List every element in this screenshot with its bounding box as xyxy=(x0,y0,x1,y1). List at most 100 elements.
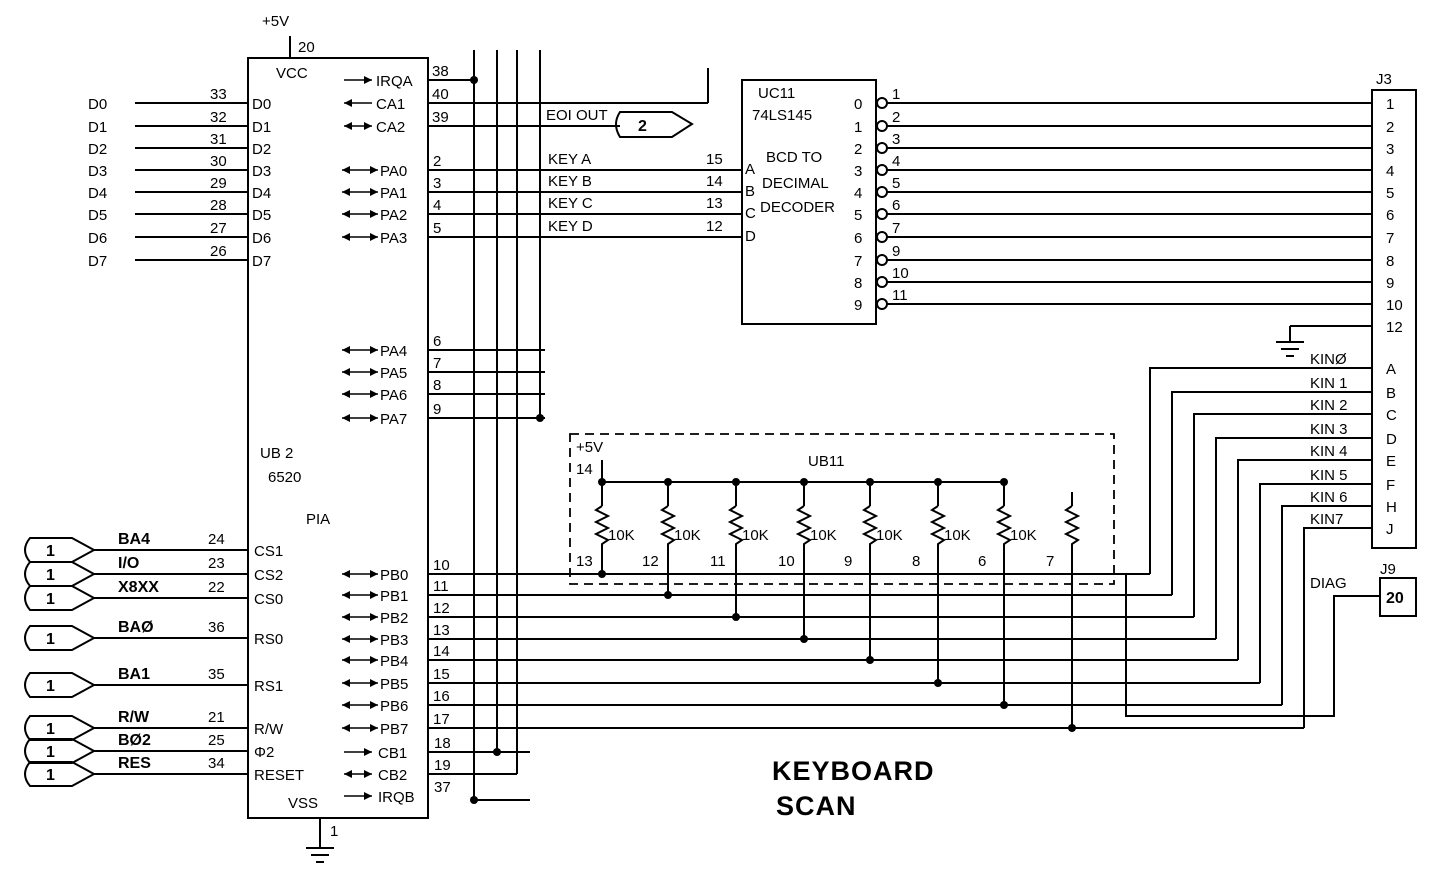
ctrl-pin-number-4: 35 xyxy=(208,666,225,683)
ctrl-net-6: BØ2 xyxy=(118,732,151,749)
j3-pin-12: B xyxy=(1386,385,1396,402)
ctrl-pin-number-7: 34 xyxy=(208,755,225,772)
decoder-desc-2: DECIMAL xyxy=(762,175,829,192)
bottom-pin-number-2: 37 xyxy=(434,779,451,796)
kin-label-5: KIN 5 xyxy=(1310,467,1348,484)
j3-pin-13: C xyxy=(1386,407,1397,424)
resistor-7 xyxy=(1066,506,1078,728)
decoder-desc-1: BCD TO xyxy=(766,149,822,166)
resistor-pin-1: 12 xyxy=(642,553,659,570)
pia-vss-name: VSS xyxy=(288,795,318,812)
top-pin-number-0: 38 xyxy=(432,63,449,80)
data-pin-number-0: 33 xyxy=(210,86,227,103)
kin-net-7 xyxy=(1304,528,1372,728)
bottom-pin-name-1: CB2 xyxy=(378,767,407,784)
pb-pin-number-6: 16 xyxy=(433,688,450,705)
decoder-output-name-7: 7 xyxy=(854,253,862,270)
decoder-output-number-3: 4 xyxy=(892,153,900,170)
kin-net-1 xyxy=(1172,392,1372,595)
ctrl-pin-name-0: CS1 xyxy=(254,543,283,560)
resistor-pin-6: 6 xyxy=(978,553,986,570)
resistor-pin-0: 13 xyxy=(576,553,593,570)
top-pin-number-2: 39 xyxy=(432,109,449,126)
pia-body xyxy=(248,58,428,818)
top-pin-name-0: IRQA xyxy=(376,73,413,90)
decoder-output-number-4: 5 xyxy=(892,175,900,192)
resistor-5 xyxy=(932,506,944,683)
ctrl-pin-number-1: 23 xyxy=(208,555,225,572)
j3-designator: J3 xyxy=(1376,71,1392,88)
offpage-connector-6 xyxy=(25,739,94,763)
ctrl-pin-name-4: RS1 xyxy=(254,678,283,695)
offpage-connector-2 xyxy=(25,586,94,610)
decoder-output-number-7: 9 xyxy=(892,243,900,260)
decoder-input-name-1: B xyxy=(745,183,755,200)
ctrl-net-2: X8XX xyxy=(118,579,159,596)
pa-net-1: KEY B xyxy=(548,173,592,190)
decoder-output-number-5: 6 xyxy=(892,197,900,214)
data-pin-name-3: D3 xyxy=(252,163,271,180)
kin-net-6 xyxy=(1282,506,1372,705)
resistor-value-3: 10K xyxy=(810,527,837,544)
resistor-pin-7: 7 xyxy=(1046,553,1054,570)
j3-pin-4: 5 xyxy=(1386,185,1394,202)
j3-pin-7: 8 xyxy=(1386,253,1394,270)
data-pin-name-6: D6 xyxy=(252,230,271,247)
ctrl-pin-number-3: 36 xyxy=(208,619,225,636)
resistor-value-1: 10K xyxy=(674,527,701,544)
pb-pin-number-3: 13 xyxy=(433,622,450,639)
offpage-connector-1 xyxy=(25,562,94,586)
inversion-bubble xyxy=(877,143,887,153)
eoi-connector xyxy=(616,112,692,137)
pb-pin-name-1: PB1 xyxy=(380,588,408,605)
pb-pin-number-0: 10 xyxy=(433,557,450,574)
resistor-3 xyxy=(798,506,810,639)
decoder-input-number-0: 15 xyxy=(706,151,723,168)
pa-pin-number-2: 4 xyxy=(433,197,441,214)
pia-part: 6520 xyxy=(268,469,301,486)
pa-pin-number-4: 6 xyxy=(433,333,441,350)
kin-label-1: KIN 1 xyxy=(1310,375,1348,392)
pa-pin-number-6: 8 xyxy=(433,377,441,394)
inversion-bubble xyxy=(877,277,887,287)
data-pin-name-5: D5 xyxy=(252,207,271,224)
kin-label-3: KIN 3 xyxy=(1310,421,1348,438)
decoder-output-name-1: 1 xyxy=(854,119,862,136)
ctrl-net-4: BA1 xyxy=(118,666,150,683)
j3-pin-3: 4 xyxy=(1386,163,1394,180)
pa-pin-name-3: PA3 xyxy=(380,230,407,247)
resistor-pin-3: 10 xyxy=(778,553,795,570)
decoder-input-number-1: 14 xyxy=(706,173,723,190)
data-pin-number-7: 26 xyxy=(210,243,227,260)
ctrl-net-7: RES xyxy=(118,755,151,772)
pb-pin-name-2: PB2 xyxy=(380,610,408,627)
kin-net-4 xyxy=(1238,460,1372,660)
decoder-desc-3: DECODER xyxy=(760,199,835,216)
ctrl-pin-number-2: 22 xyxy=(208,579,225,596)
connector-number-1: 1 xyxy=(46,567,55,584)
pb-pin-number-2: 12 xyxy=(433,600,450,617)
data-bus-net-7: D7 xyxy=(88,253,107,270)
connector-number-6: 1 xyxy=(46,744,55,761)
connector-number-3: 1 xyxy=(46,631,55,648)
ctrl-pin-number-0: 24 xyxy=(208,531,225,548)
decoder-output-name-2: 2 xyxy=(854,141,862,158)
data-pin-name-2: D2 xyxy=(252,141,271,158)
ctrl-pin-name-1: CS2 xyxy=(254,567,283,584)
pb-pin-number-7: 17 xyxy=(433,711,450,728)
decoder-output-name-6: 6 xyxy=(854,230,862,247)
ctrl-pin-name-3: RS0 xyxy=(254,631,283,648)
inversion-bubble xyxy=(877,255,887,265)
j3-pin-11: A xyxy=(1386,361,1396,378)
eoi-conn-number: 2 xyxy=(638,118,647,135)
pia-vcc-name: VCC xyxy=(276,65,308,82)
pa-pin-number-5: 7 xyxy=(433,355,441,372)
pb-pin-name-6: PB6 xyxy=(380,698,408,715)
j9-designator: J9 xyxy=(1380,561,1396,578)
pa-pin-name-0: PA0 xyxy=(380,163,407,180)
data-bus-net-1: D1 xyxy=(88,119,107,136)
offpage-connector-5 xyxy=(25,716,94,740)
pa-pin-number-7: 9 xyxy=(433,401,441,418)
top-pin-name-1: CA1 xyxy=(376,96,405,113)
kin-net-3 xyxy=(1216,438,1372,639)
